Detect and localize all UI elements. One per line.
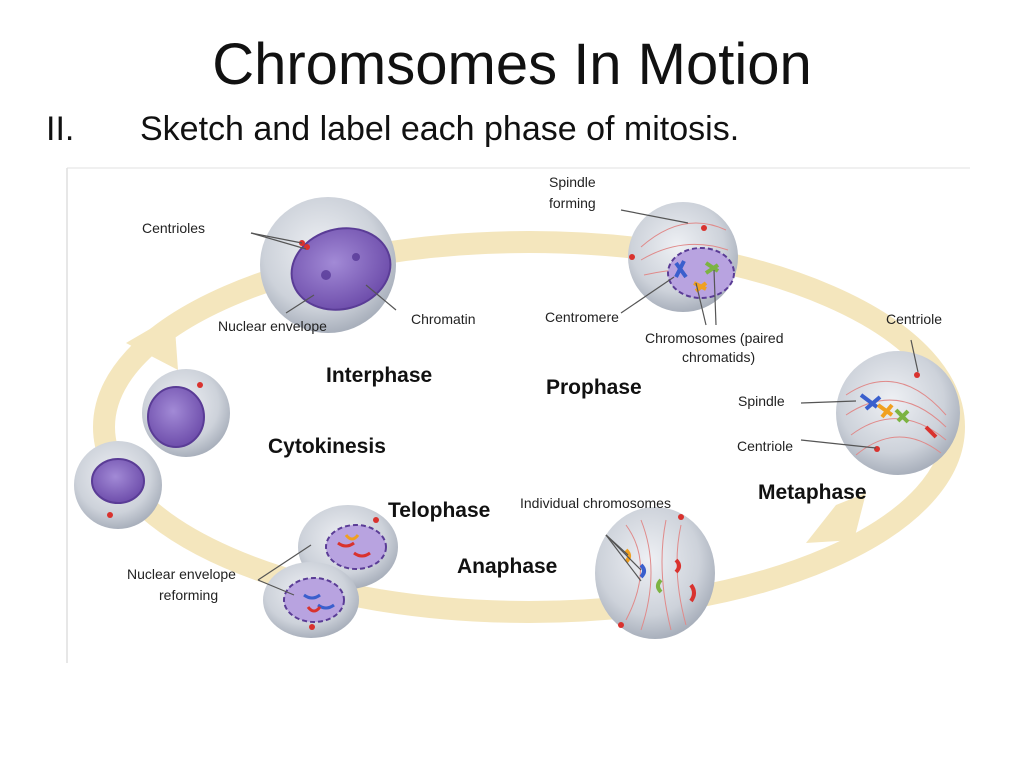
label-chromosomes-paired-line2: chromatids) xyxy=(682,349,756,365)
label-nuclear-envelope: Nuclear envelope xyxy=(218,318,327,334)
phase-label-telophase: Telophase xyxy=(388,499,491,522)
label-nuclear-envelope-reforming-line2: reforming xyxy=(159,587,219,603)
phase-label-prophase: Prophase xyxy=(546,376,642,399)
mitosis-figure: Centrioles Spindle forming Nuclear envel… xyxy=(66,165,971,665)
label-spindle-forming-line2: forming xyxy=(549,195,596,211)
label-spindle-forming-line1: Spindle xyxy=(549,174,596,190)
subtitle-number: II. xyxy=(46,110,75,148)
mitosis-cycle-illustration xyxy=(66,167,970,663)
label-individual-chromosomes: Individual chromosomes xyxy=(520,495,671,511)
phase-label-cytokinesis: Cytokinesis xyxy=(268,435,386,458)
label-nuclear-envelope-reforming-line1: Nuclear envelope xyxy=(127,566,236,582)
telophase-cell xyxy=(263,505,398,638)
interphase-cell xyxy=(260,197,396,333)
cycle-arrowhead-left xyxy=(126,315,178,370)
metaphase-cell xyxy=(836,351,960,475)
label-chromatin: Chromatin xyxy=(411,311,476,327)
phase-label-interphase: Interphase xyxy=(326,364,433,387)
label-chromosomes-paired-line1: Chromosomes (paired xyxy=(645,330,784,346)
prophase-cell xyxy=(628,202,738,312)
cycle-arrowhead-right xyxy=(806,493,866,543)
label-spindle: Spindle xyxy=(738,393,785,409)
phase-label-anaphase: Anaphase xyxy=(457,555,558,578)
slide-title: Chromsomes In Motion xyxy=(212,32,812,97)
label-centromere: Centromere xyxy=(545,309,619,325)
label-centrioles: Centrioles xyxy=(142,220,206,236)
pointer-lines xyxy=(250,209,919,596)
label-centriole-bottom: Centriole xyxy=(737,438,794,454)
cytokinesis-cell-lower xyxy=(74,441,162,529)
anaphase-cell xyxy=(595,507,715,639)
cytokinesis-cell-upper xyxy=(142,369,230,457)
label-centriole-top: Centriole xyxy=(886,311,943,327)
phase-label-metaphase: Metaphase xyxy=(758,481,867,504)
subtitle-text: Sketch and label each phase of mitosis. xyxy=(140,110,740,148)
